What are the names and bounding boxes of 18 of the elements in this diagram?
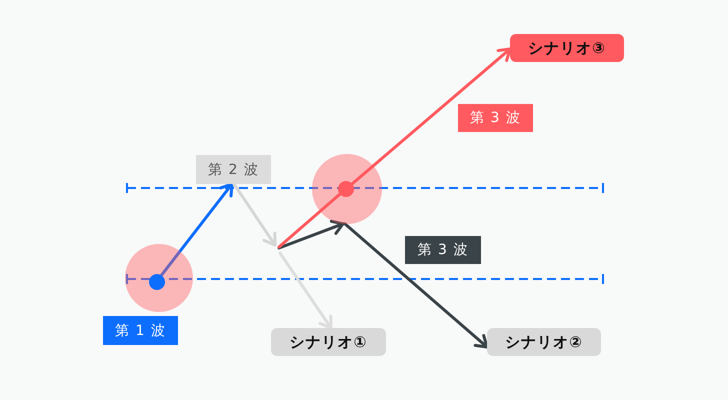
wave-label: 第 1 波 [103,316,178,345]
point-dot [149,274,165,290]
scenario-label: シナリオ② [487,328,601,356]
arrow [278,220,344,250]
highlight-circle [312,154,382,224]
highlight-circle [125,244,193,312]
scenario-label: シナリオ③ [510,34,624,62]
wave-label: 第 2 波 [196,155,271,184]
arrow [232,182,276,246]
point-dot [338,181,354,197]
line [278,192,342,248]
arrow [350,48,512,186]
scenario-label: シナリオ① [271,328,386,356]
arrow [278,252,332,330]
wave-label: 第 3 波 [458,104,533,132]
wave-label: 第 3 波 [405,236,481,264]
arrow [344,222,488,348]
arrow [160,182,234,277]
